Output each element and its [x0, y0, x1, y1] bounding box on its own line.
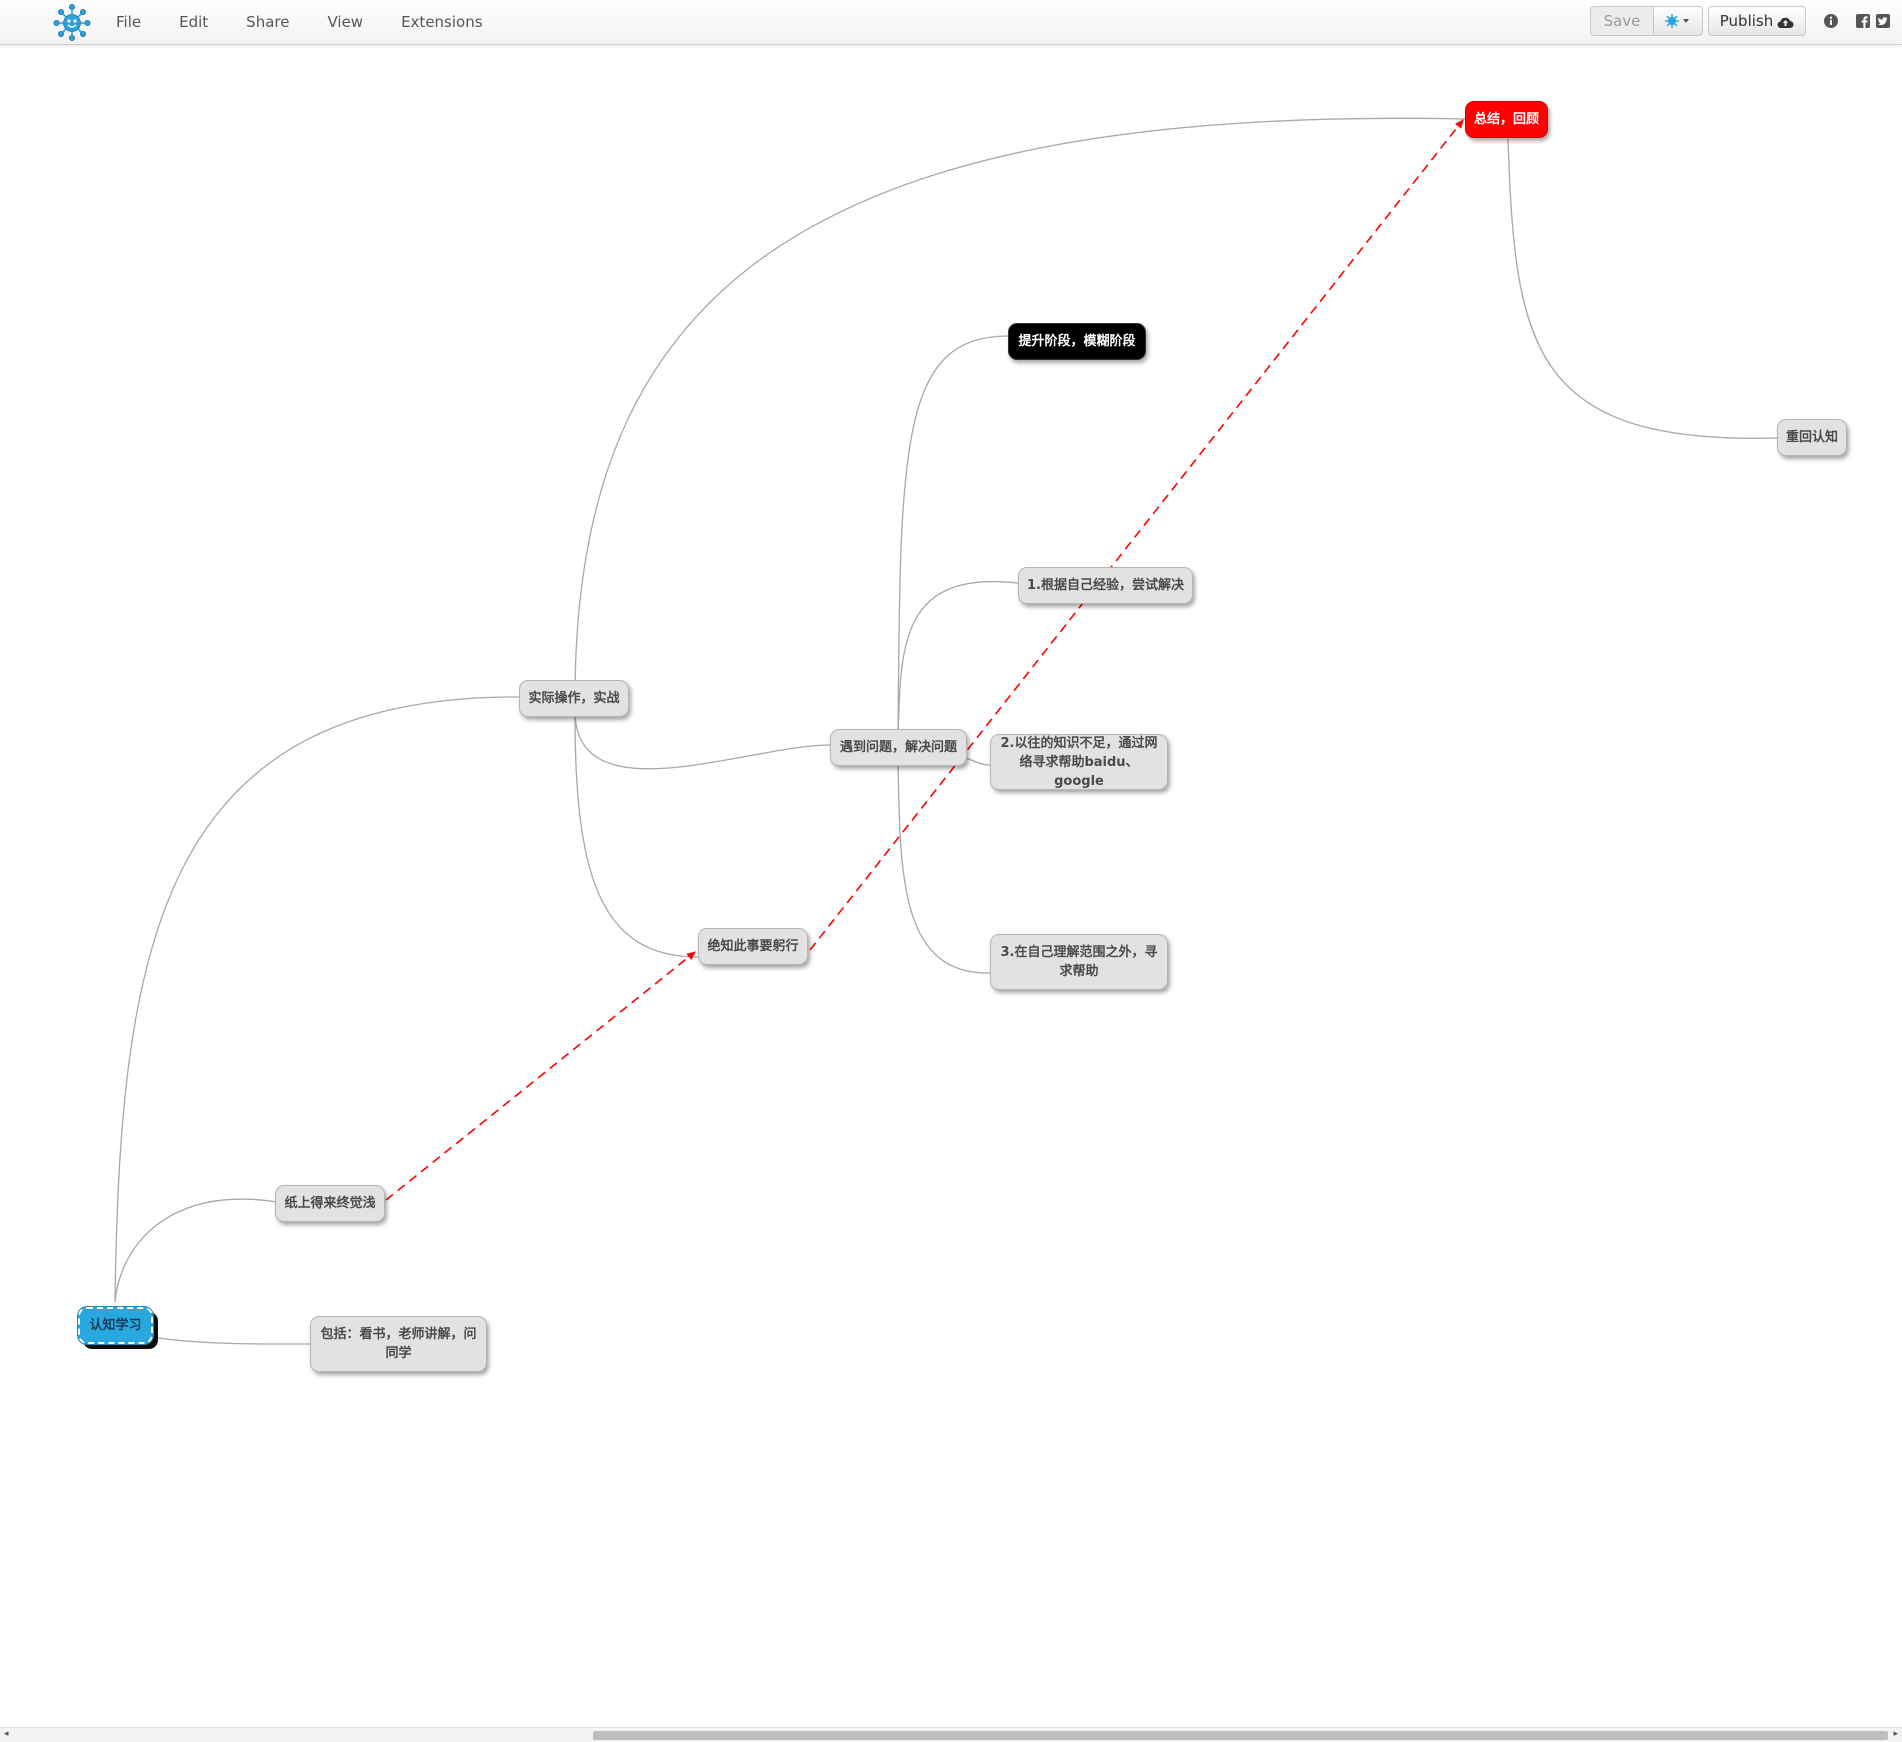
app-logo-icon[interactable] — [52, 3, 92, 41]
menubar: File Edit Share View Extensions Save Pub… — [0, 0, 1902, 45]
link-root-practice — [114, 696, 521, 1303]
mindmap-canvas[interactable]: 总结，回顾 提升阶段，模糊阶段 重回认知 1.根据自己经验，尝试解决 实际操作，… — [0, 45, 1902, 1727]
link-practice-mustdo — [574, 714, 699, 958]
node-summary[interactable]: 总结，回顾 — [1465, 101, 1548, 138]
link-root-paper — [114, 1198, 278, 1303]
node-paper[interactable]: 纸上得来终觉浅 — [275, 1185, 385, 1222]
link-practice-problem — [574, 714, 831, 770]
link-problem-step3 — [897, 760, 991, 974]
scrollbar-thumb[interactable] — [593, 1731, 1888, 1740]
menu-file[interactable]: File — [116, 13, 142, 31]
node-upgrade[interactable]: 提升阶段，模糊阶段 — [1008, 323, 1146, 360]
node-return[interactable]: 重回认知 — [1777, 419, 1847, 456]
link-summary-return — [1507, 138, 1778, 439]
connector-layer — [114, 117, 1778, 1345]
menu-edit[interactable]: Edit — [179, 13, 209, 31]
link-problem-upgrade — [897, 335, 1009, 743]
publish-button[interactable]: Publish — [1708, 6, 1806, 36]
cloud-upload-icon — [1777, 17, 1794, 29]
dashed-arrow-paper-mustdo — [385, 951, 696, 1201]
dashed-arrow-mustdo-summary — [809, 119, 1464, 951]
facebook-icon[interactable] — [1855, 13, 1871, 29]
theme-dropdown-button[interactable] — [1653, 6, 1703, 36]
theme-icon — [1665, 14, 1689, 28]
node-practice[interactable]: 实际操作，实战 — [519, 680, 629, 717]
menu-share[interactable]: Share — [246, 13, 290, 31]
menu-view[interactable]: View — [327, 13, 364, 31]
node-step1[interactable]: 1.根据自己经验，尝试解决 — [1018, 567, 1193, 604]
info-icon[interactable] — [1823, 13, 1839, 29]
link-problem-step1 — [897, 580, 1019, 743]
twitter-icon[interactable] — [1875, 13, 1891, 29]
node-problem[interactable]: 遇到问题，解决问题 — [830, 729, 967, 766]
node-includes[interactable]: 包括：看书，老师讲解，问同学 — [310, 1316, 487, 1372]
scroll-right-arrow-icon[interactable]: ▸ — [1893, 1729, 1898, 1739]
scroll-left-arrow-icon[interactable]: ◂ — [4, 1729, 9, 1739]
link-problem-step2 — [965, 757, 991, 766]
horizontal-scrollbar[interactable]: ◂ ▸ — [0, 1727, 1902, 1742]
publish-label: Publish — [1719, 12, 1774, 30]
chevron-down-icon — [1683, 19, 1689, 23]
node-step3[interactable]: 3.在自己理解范围之外，寻求帮助 — [990, 934, 1168, 990]
node-step2[interactable]: 2.以往的知识不足，通过网络寻求帮助baidu、google — [990, 734, 1168, 790]
menu-extensions[interactable]: Extensions — [401, 13, 483, 31]
main-menu: File Edit Share View Extensions — [96, 0, 501, 44]
node-mustdo[interactable]: 绝知此事要躬行 — [698, 928, 808, 965]
link-root-includes — [151, 1336, 312, 1345]
save-button[interactable]: Save — [1590, 6, 1654, 36]
node-root[interactable]: 认知学习 — [77, 1306, 154, 1345]
link-practice-summary — [574, 117, 1467, 699]
